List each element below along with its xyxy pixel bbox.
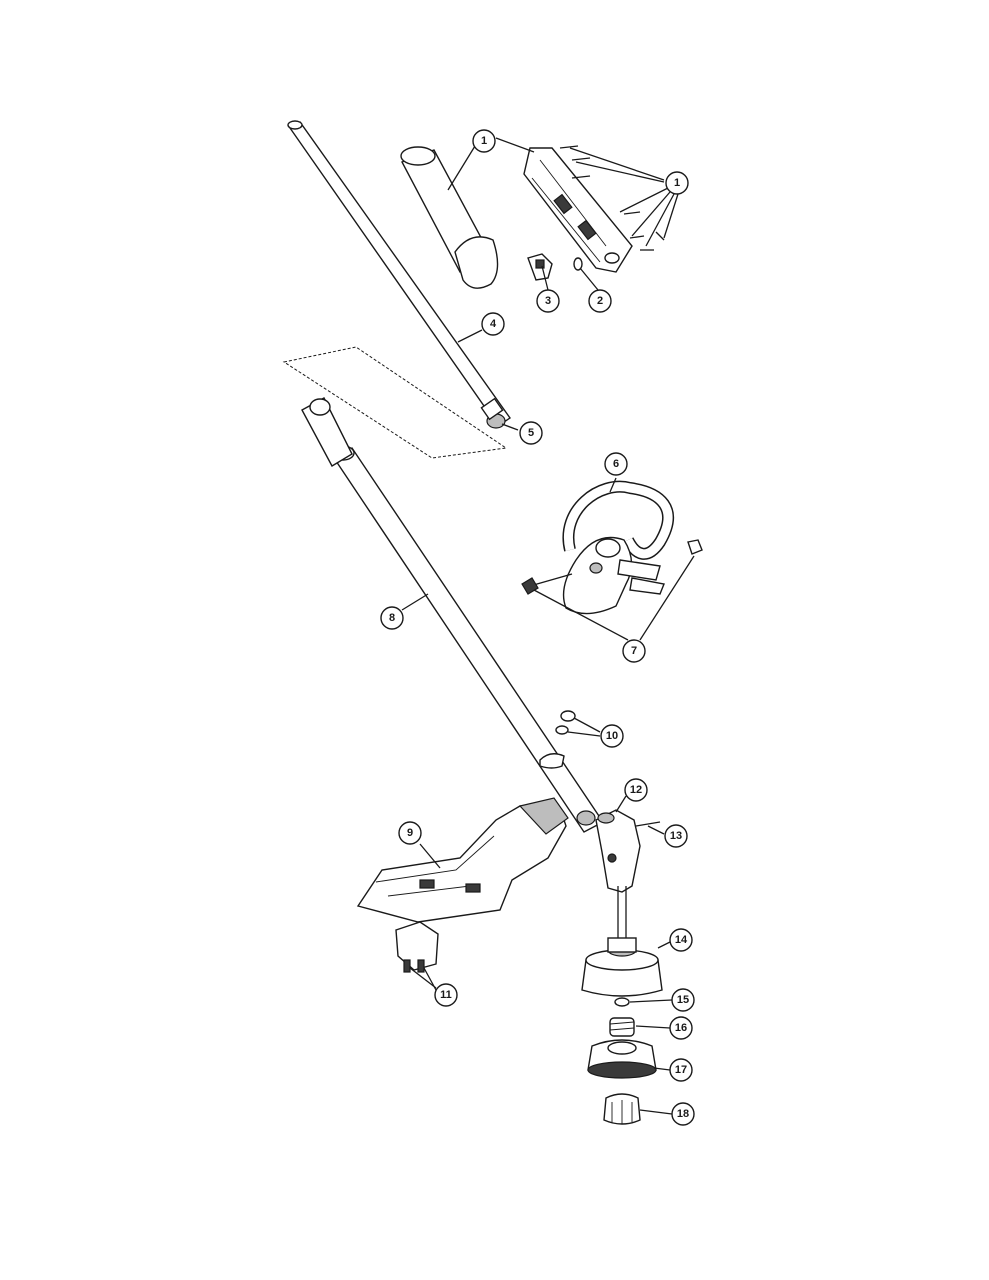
bump-head-cover [581,937,663,997]
callout-label: 8 [389,612,395,624]
callout-label: 11 [440,989,452,1001]
callout-label: 1 [481,135,487,147]
guard-bracket [539,710,576,769]
handle-housing [523,147,633,273]
spring [609,1017,635,1037]
callout-10: 10 [600,724,624,748]
callout-label: 13 [670,830,682,842]
callout-8: 8 [380,606,404,630]
callout-label: 7 [631,645,637,657]
callout-18: 18 [671,1102,695,1126]
callout-label: 15 [677,994,689,1006]
loop-handle [562,480,674,615]
callout-label: 5 [528,427,534,439]
callout-label: 1 [674,177,680,189]
callout-label: 6 [613,458,619,470]
callout-label: 9 [407,827,413,839]
callout-13: 13 [664,824,688,848]
callout-label: 4 [490,318,497,330]
callout-16: 16 [669,1016,693,1040]
gear-head [595,809,661,946]
callout-5: 5 [519,421,543,445]
callout-4: 4 [481,312,505,336]
callout-9: 9 [398,821,422,845]
guard-screws [403,959,425,973]
grip-sleeve [400,146,499,289]
line-spool [587,1039,657,1079]
assembly-guide-box [282,346,508,459]
callout-label: 18 [677,1108,689,1120]
callout-12: 12 [624,778,648,802]
callout-label: 3 [545,295,551,307]
callout-14: 14 [669,928,693,952]
callout-15: 15 [671,988,695,1012]
trigger-switch [527,253,583,281]
callout-17: 17 [669,1058,693,1082]
lower-shaft [301,397,605,833]
debris-guard [356,797,569,971]
callout-label: 10 [606,730,618,742]
callout-label: 2 [597,295,603,307]
callout-3: 3 [536,289,560,313]
upper-shaft [287,120,511,429]
callout-label: 12 [630,784,642,796]
callout-2: 2 [588,289,612,313]
callout-label: 17 [675,1064,687,1076]
bump-knob [603,1093,641,1125]
callout-1a: 1 [472,129,496,153]
callout-label: 16 [675,1022,687,1034]
callout-7: 7 [622,639,646,663]
callout-label: 14 [675,934,688,946]
handle-screws [559,145,665,251]
callout-6: 6 [604,452,628,476]
callout-11: 11 [434,983,458,1007]
leader-lines [401,137,695,1115]
callout-1b: 1 [665,171,689,195]
washer [614,997,630,1007]
